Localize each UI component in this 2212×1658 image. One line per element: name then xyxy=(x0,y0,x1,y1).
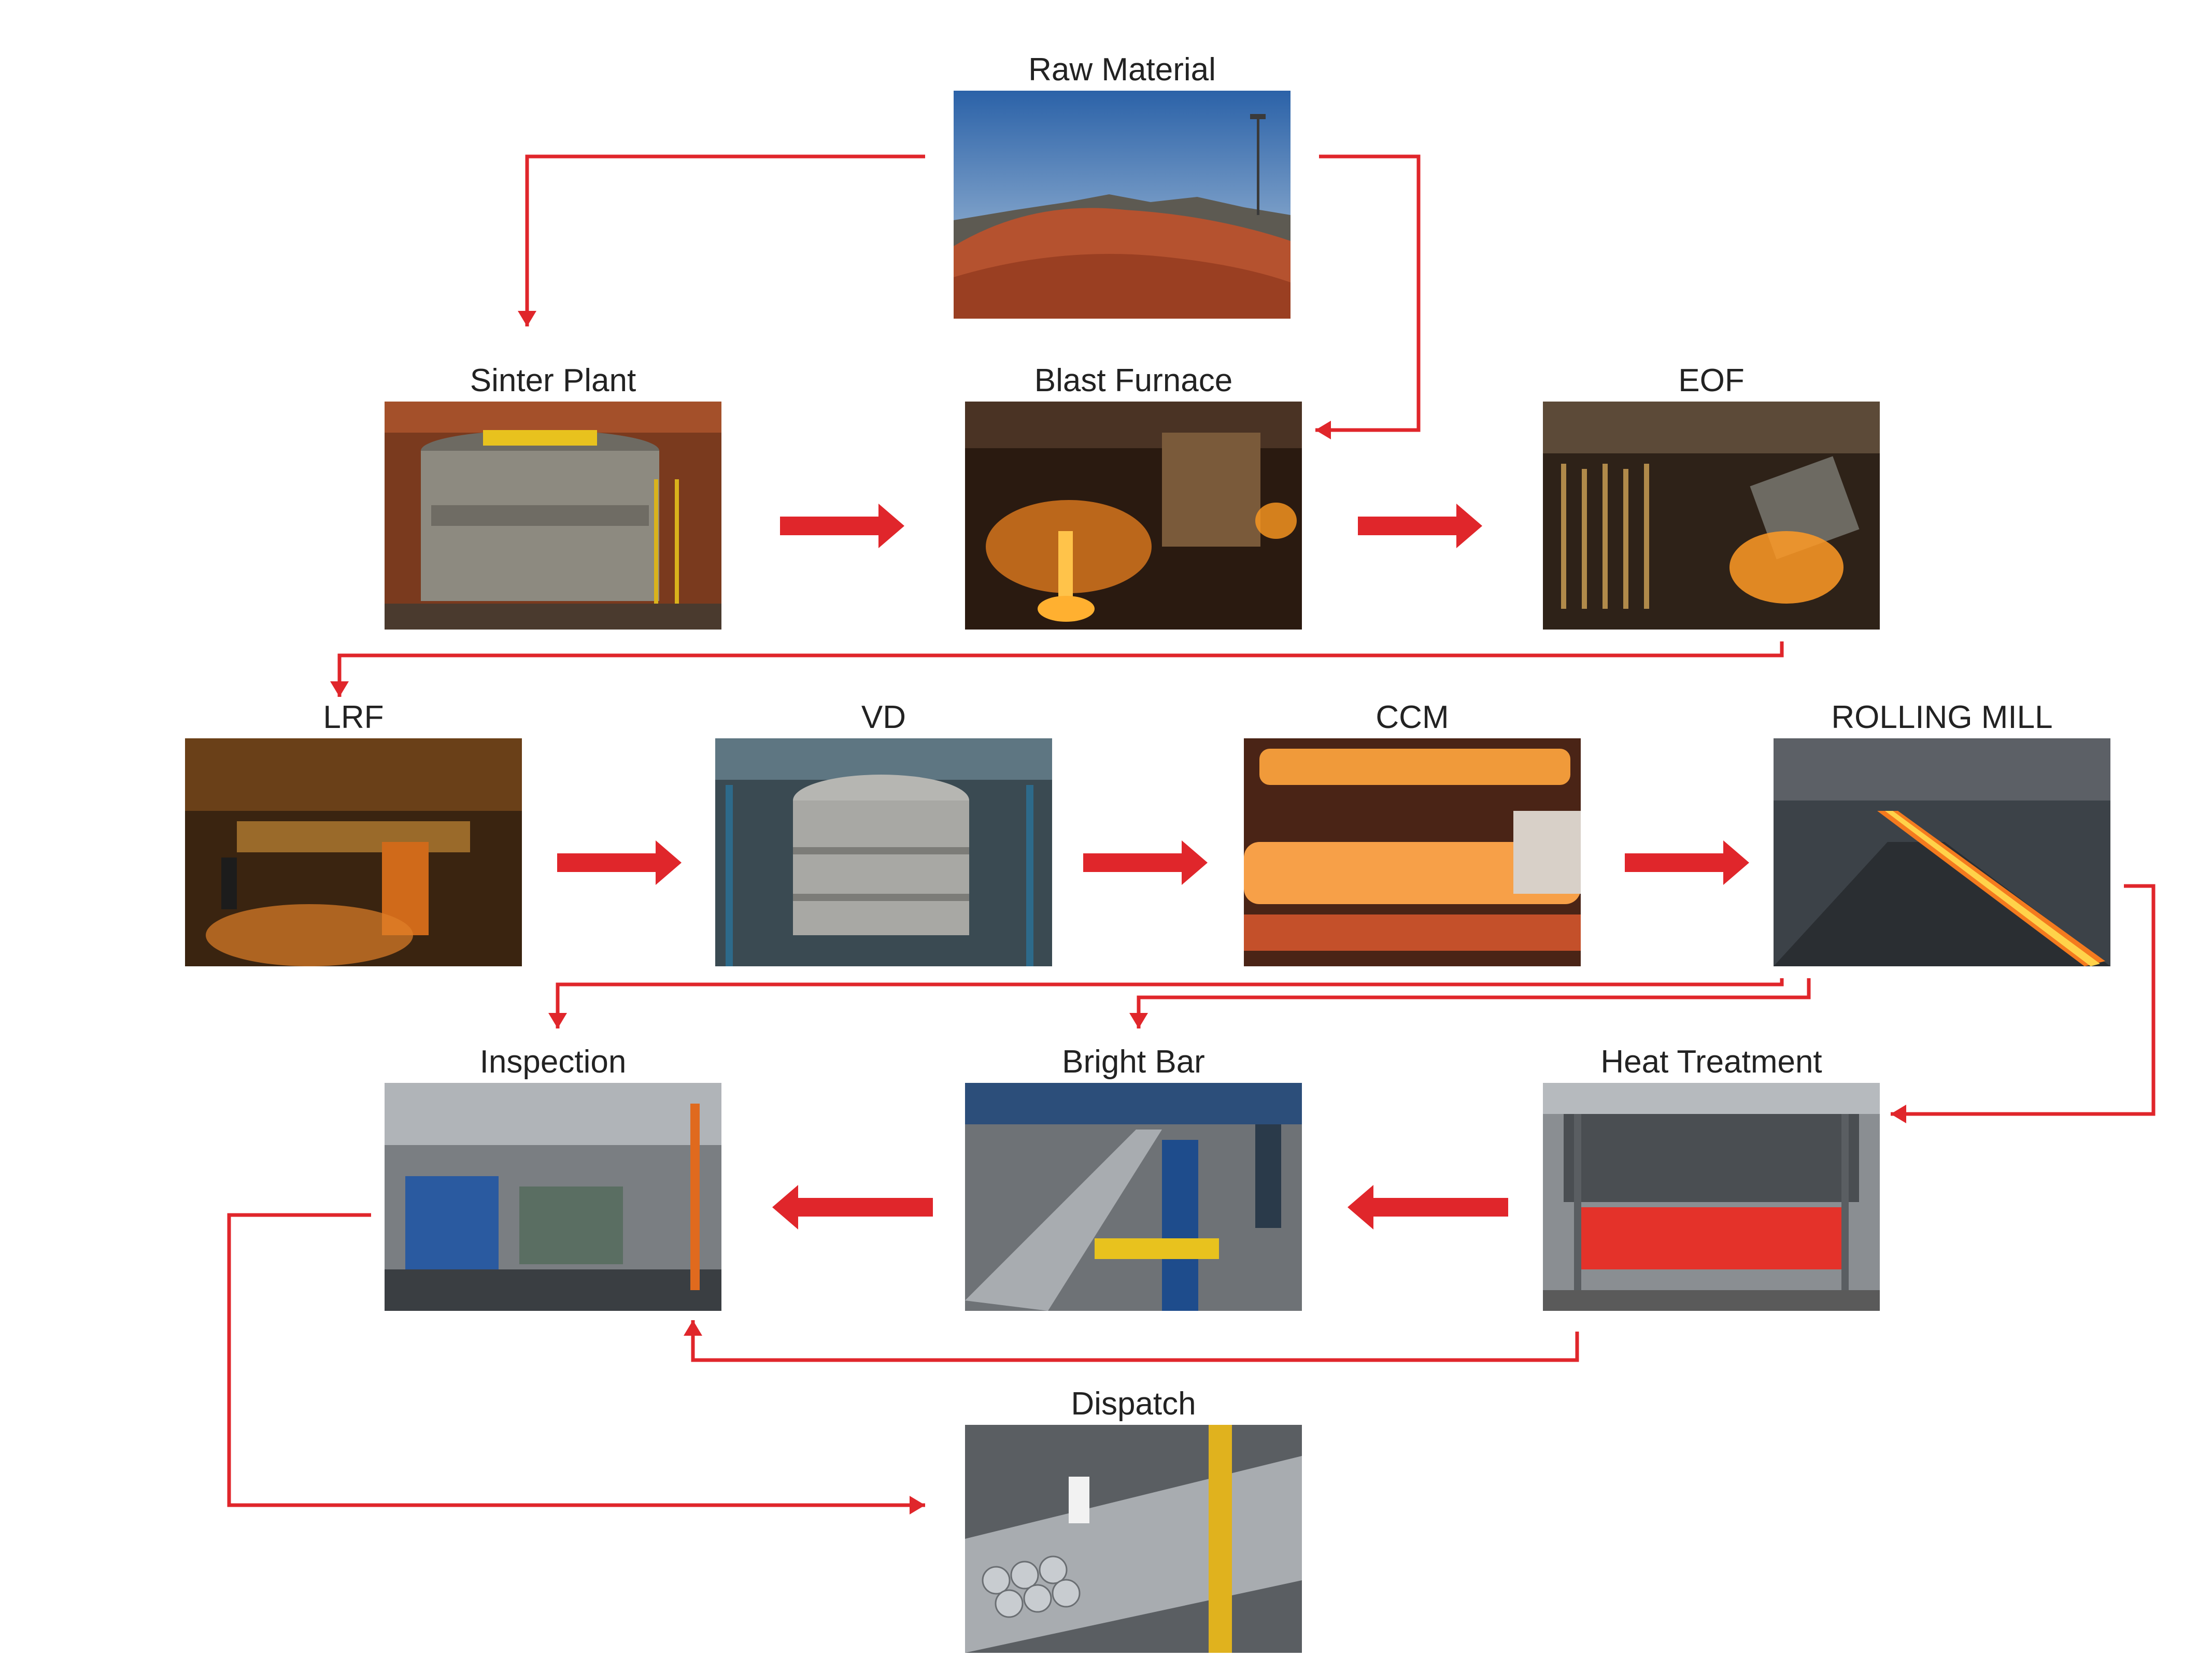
stage-title: ROLLING MILL xyxy=(1831,699,2053,735)
stage-eof: EOF xyxy=(1543,360,1880,630)
block-arrow-sinter-to-blast xyxy=(780,504,904,548)
stage-title: Raw Material xyxy=(1028,52,1216,88)
eof-photo xyxy=(1543,402,1880,630)
stage-title: EOF xyxy=(1678,363,1745,398)
connector-heat-treatment-to-inspection xyxy=(684,1320,1579,1362)
connector-rolling-mill-to-inspection xyxy=(548,978,1784,1028)
block-arrow-vd-to-ccm xyxy=(1083,840,1208,885)
sinter-plant-photo xyxy=(385,402,721,630)
inspection-photo xyxy=(385,1083,721,1311)
stage-raw-material: Raw Material xyxy=(954,49,1291,319)
stage-dispatch: Dispatch xyxy=(965,1383,1302,1653)
connector-raw-to-sinter xyxy=(518,154,925,326)
block-arrow-ccm-to-rolling-mill xyxy=(1625,840,1749,885)
raw-material-photo xyxy=(954,91,1291,319)
heat-treatment-photo xyxy=(1543,1083,1880,1311)
ccm-photo xyxy=(1244,738,1581,966)
stage-inspection: Inspection xyxy=(385,1041,721,1311)
block-arrow-bright-bar-to-inspection xyxy=(772,1185,933,1230)
stage-title: Dispatch xyxy=(1071,1386,1196,1422)
blast-furnace-photo xyxy=(965,402,1302,630)
block-arrow-lrf-to-vd xyxy=(557,840,682,885)
stage-title: Inspection xyxy=(479,1044,627,1080)
block-arrow-blast-to-eof xyxy=(1358,504,1482,548)
stage-title: CCM xyxy=(1376,699,1449,735)
stage-bright-bar: Bright Bar xyxy=(965,1041,1302,1311)
stage-title: Blast Furnace xyxy=(1034,363,1233,398)
stage-ccm: CCM xyxy=(1244,697,1581,966)
stage-heat-treatment: Heat Treatment xyxy=(1543,1041,1880,1311)
stage-title: Heat Treatment xyxy=(1600,1044,1822,1080)
stage-vd: VD xyxy=(715,697,1052,966)
vd-photo xyxy=(715,738,1052,966)
stage-title: LRF xyxy=(323,699,384,735)
stage-sinter-plant: Sinter Plant xyxy=(385,360,721,630)
dispatch-photo xyxy=(965,1425,1302,1653)
stage-title: Sinter Plant xyxy=(470,363,636,398)
lrf-photo xyxy=(185,738,522,966)
bright-bar-photo xyxy=(965,1083,1302,1311)
stage-title: Bright Bar xyxy=(1062,1044,1205,1080)
connector-eof-to-lrf xyxy=(330,641,1784,697)
connector-raw-to-blast-furnace xyxy=(1315,154,1421,439)
stage-blast-furnace: Blast Furnace xyxy=(965,360,1302,630)
rolling-mill-photo xyxy=(1774,738,2110,966)
connector-rolling-mill-to-heat-treatment xyxy=(1891,884,2156,1123)
block-arrow-heat-treatment-to-bright-bar xyxy=(1348,1185,1508,1230)
stage-rolling-mill: ROLLING MILL xyxy=(1774,697,2110,966)
stage-title: VD xyxy=(861,699,906,735)
stage-lrf: LRF xyxy=(185,697,522,966)
connector-rolling-mill-to-bright-bar xyxy=(1129,978,1811,1028)
connector-inspection-to-dispatch xyxy=(227,1213,925,1514)
